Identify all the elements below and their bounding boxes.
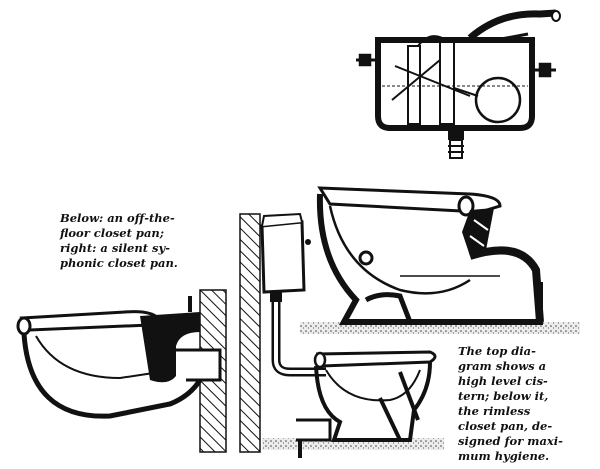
rimless-pan-illustration [239, 212, 444, 458]
caption-right-line: mum hygiene. [458, 449, 550, 463]
syphonic-trap [462, 208, 494, 258]
rimless-pan-body [314, 361, 432, 442]
siphon-assembly [391, 35, 471, 125]
caption-left: Below: an off-the- floor closet pan; rig… [60, 211, 205, 271]
inlet-valve [356, 53, 378, 67]
syphonic-pan-illustration [300, 186, 580, 334]
caption-left-line: right: a silent sy- [60, 241, 170, 255]
caption-right-line: gram shows a [458, 359, 547, 373]
overflow-pipe [467, 9, 557, 41]
syphonic-bowl [316, 193, 543, 325]
cistern-illustration [356, 9, 561, 159]
float-ball [474, 76, 522, 124]
caption-right-line: tern; below it, [458, 389, 549, 403]
cistern-tank [375, 37, 535, 131]
right-inlet [532, 62, 556, 78]
caption-right: The top dia- gram shows a high level cis… [458, 344, 570, 464]
caption-left-line: phonic closet pan. [60, 256, 178, 270]
caption-right-line: signed for maxi- [458, 434, 563, 448]
wall-hatched-middle [239, 213, 261, 453]
caption-right-line: The top dia- [458, 344, 536, 358]
caption-left-line: floor closet pan; [60, 226, 165, 240]
cistern-outlet [448, 128, 464, 159]
pan-bowl [21, 333, 203, 419]
caption-right-line: the rimless [458, 404, 531, 418]
low-cistern [260, 220, 306, 294]
off-floor-pan-illustration [16, 289, 227, 453]
caption-right-line: high level cis- [458, 374, 548, 388]
caption-left-line: Below: an off-the- [60, 211, 175, 225]
caption-right-line: closet pan, de- [458, 419, 553, 433]
pan-trap [140, 312, 200, 383]
